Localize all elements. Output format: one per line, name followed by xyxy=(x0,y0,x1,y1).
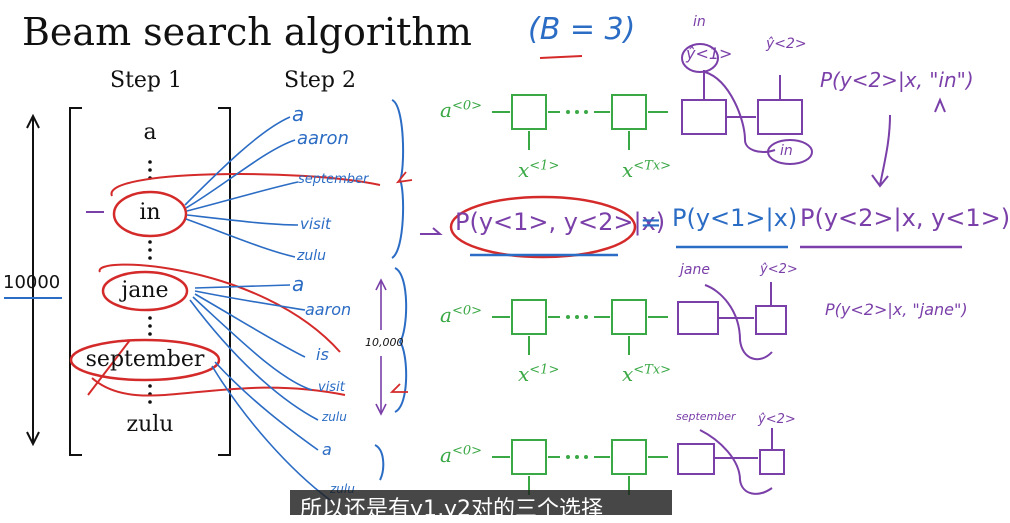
step2-word: aaron xyxy=(297,128,349,149)
y1-hat-label: ŷ<1> xyxy=(686,44,733,63)
equation-underlines xyxy=(470,245,962,257)
step2-word: is xyxy=(316,345,329,364)
equation-term1: P(y<1>|x) xyxy=(672,204,798,232)
count-arrow xyxy=(375,278,387,416)
a0-label: a<0> xyxy=(440,98,482,122)
step1-heading: Step 1 xyxy=(110,68,183,93)
step2-word: visit xyxy=(300,215,331,233)
beam-search-slide: Beam search algorithm (B = 3) Step 1 Ste… xyxy=(3,10,1010,515)
decoder-boxes xyxy=(677,43,813,495)
step2-word: september xyxy=(298,172,369,187)
step1-word: in xyxy=(139,200,161,225)
circle-jane xyxy=(101,270,189,312)
step1-word: a xyxy=(143,120,157,145)
beam-width-underline xyxy=(539,55,583,59)
step2-word: visit xyxy=(318,380,345,395)
decoder-input-label: jane xyxy=(680,262,710,278)
y2-hat-label: ŷ<2> xyxy=(766,36,807,52)
step1-word: september xyxy=(85,347,205,372)
september-pointer xyxy=(395,171,413,184)
xt-label: x<Tx> xyxy=(622,362,672,386)
red-loops xyxy=(87,173,381,397)
slide-title: Beam search algorithm xyxy=(22,10,472,54)
step2-braces xyxy=(374,99,408,481)
decoder-input-label: in xyxy=(693,14,706,30)
subtitle-background xyxy=(290,490,672,515)
beam-width-note: (B = 3) xyxy=(528,12,636,47)
x1-label: x<1> xyxy=(518,362,560,386)
equation-lhs: P(y<1>, y<2>|x) xyxy=(455,208,666,236)
step2-word: a xyxy=(292,102,305,126)
xt-label: x<Tx> xyxy=(622,158,672,182)
count-note: 10,000 xyxy=(365,336,404,349)
fan-lines-jane xyxy=(189,284,319,421)
circle-september xyxy=(69,338,221,382)
decoder-input-label: september xyxy=(676,410,736,423)
step1-word: jane xyxy=(121,278,169,303)
equation-equals: = xyxy=(640,208,662,238)
x1-label: x<1> xyxy=(518,158,560,182)
fan-lines-in xyxy=(184,116,299,258)
conditional-in: P(y<2>|x, "in") xyxy=(820,68,974,92)
a0-label: a<0> xyxy=(440,303,482,327)
video-subtitle: 所以还是有y1,y2对的三个选择 xyxy=(300,497,604,522)
y2-hat-label: ŷ<2> xyxy=(760,262,798,277)
step2-heading: Step 2 xyxy=(284,68,357,93)
step2-word: a xyxy=(292,272,305,296)
y2-hat-label: ŷ<2> xyxy=(758,412,796,427)
conditional-arrow xyxy=(871,97,946,188)
decoder-input-label: in xyxy=(780,143,793,159)
step2-word: zulu xyxy=(322,410,347,424)
step2-word: zulu xyxy=(297,248,326,264)
step1-bracket xyxy=(69,107,231,456)
step2-word: aaron xyxy=(305,300,352,319)
visit-pointer xyxy=(389,383,408,393)
equation-pointer xyxy=(420,227,443,235)
network-dots xyxy=(566,110,588,459)
circle-in xyxy=(112,190,188,238)
conditional-jane: P(y<2>|x, "jane") xyxy=(825,300,968,319)
vocab-size-arrow xyxy=(26,113,40,447)
vocab-size-label: 10000 xyxy=(3,272,61,293)
joint-probability-circle xyxy=(449,195,637,259)
diagram-strokes xyxy=(4,43,962,501)
step1-word: zulu xyxy=(126,412,174,437)
step2-word: a xyxy=(322,440,332,459)
equation-term2: P(y<2>|x, y<1>) xyxy=(800,204,1010,232)
network-rows xyxy=(492,94,668,495)
fan-lines-september xyxy=(211,361,331,501)
a0-label: a<0> xyxy=(440,443,482,467)
